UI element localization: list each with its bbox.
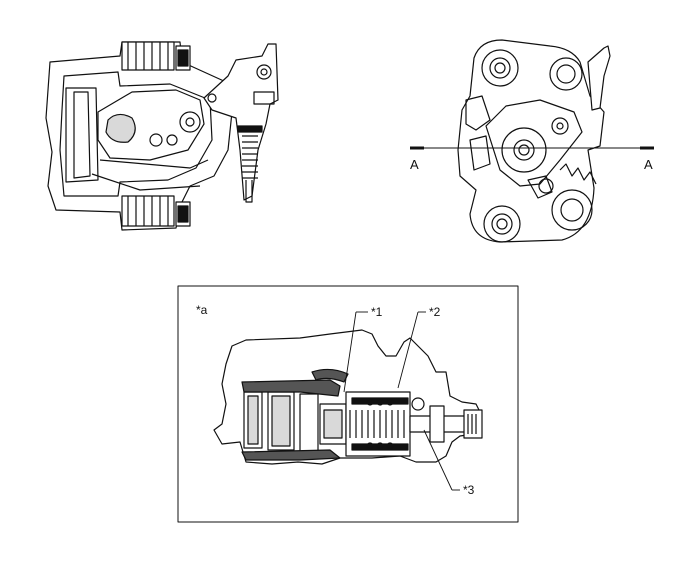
section-label-left: A <box>410 157 419 172</box>
caliper-cross-section <box>213 329 483 465</box>
detail-view-label: *a <box>196 303 208 317</box>
caliper-side-view <box>45 41 279 231</box>
callout-1: *1 <box>371 305 383 319</box>
caliper-back-view <box>457 39 611 243</box>
callout-leaders <box>343 311 460 491</box>
callout-3: *3 <box>463 483 475 497</box>
callout-2: *2 <box>429 305 441 319</box>
section-label-right: A <box>644 157 653 172</box>
